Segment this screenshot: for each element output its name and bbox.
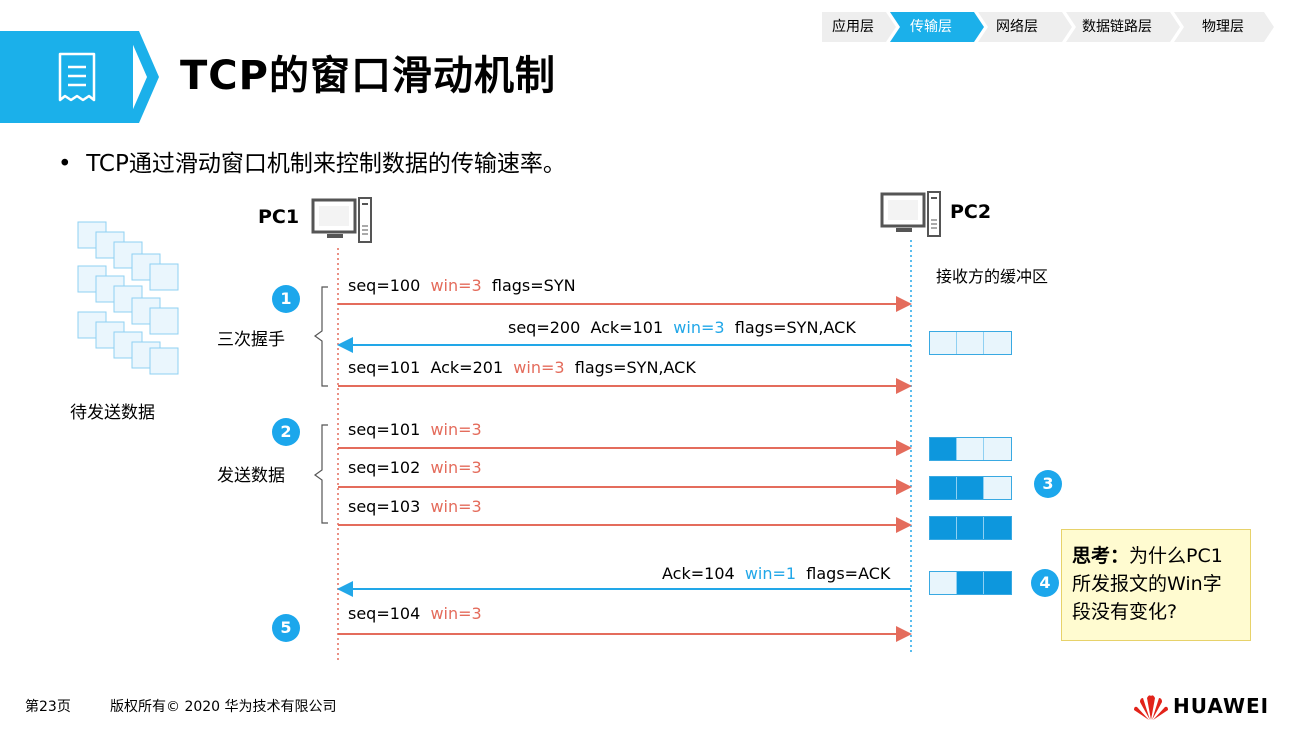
bullet-point: • TCP通过滑动窗口机制来控制数据的传输速率。 (58, 151, 566, 177)
phase-handshake-label: 三次握手 (217, 330, 285, 350)
pending-data-label: 待发送数据 (70, 403, 155, 423)
buffer-state-4 (929, 516, 1012, 540)
buffer-slot (957, 477, 984, 499)
think-question-box: 思考：为什么PC1所发报文的Win字段没有变化? (1061, 529, 1251, 641)
title-band (0, 31, 133, 123)
msg-2: seq=200 Ack=101 win=3 flags=SYN,ACK (508, 318, 856, 337)
document-icon (58, 52, 96, 102)
buffer-slot (957, 332, 984, 354)
buffer-slot (984, 572, 1011, 594)
buffer-slot (930, 572, 957, 594)
buffer-slot (930, 438, 957, 460)
pending-data-stack-icon (77, 221, 179, 375)
buffer-state-2 (929, 437, 1012, 461)
page-number: 第23页 (25, 699, 71, 715)
send-brace (313, 424, 328, 524)
buffer-slot (984, 438, 1011, 460)
pc1-label: PC1 (258, 206, 300, 228)
msg-6: seq=103 win=3 (348, 497, 482, 516)
msg-4: seq=101 win=3 (348, 420, 482, 439)
handshake-brace (313, 286, 328, 387)
bullet-text: TCP通过滑动窗口机制来控制数据的传输速率。 (86, 151, 566, 177)
buffer-slot (984, 332, 1011, 354)
layer-application[interactable]: 应用层 (822, 12, 896, 42)
buffer-state-5 (929, 571, 1012, 595)
title-chevron (127, 31, 159, 123)
pc1-computer-icon (311, 197, 372, 243)
receiver-buffer-label: 接收方的缓冲区 (936, 267, 1049, 286)
step-badge-4: 4 (1031, 569, 1059, 597)
step-badge-5: 5 (272, 614, 300, 642)
layer-datalink[interactable]: 数据链路层 (1066, 12, 1180, 42)
step-badge-3: 3 (1034, 470, 1062, 498)
layer-transport[interactable]: 传输层 (890, 12, 984, 42)
think-label: 思考： (1072, 545, 1130, 567)
msg-8: seq=104 win=3 (348, 604, 482, 623)
pc2-computer-icon (880, 191, 941, 237)
msg-7: Ack=104 win=1 flags=ACK (662, 564, 891, 583)
copyright-text: 版权所有© 2020 华为技术有限公司 (110, 699, 337, 715)
buffer-slot (930, 477, 957, 499)
buffer-slot (957, 517, 984, 539)
buffer-state-3 (929, 476, 1012, 500)
pc2-label: PC2 (950, 201, 992, 223)
phase-send-label: 发送数据 (217, 466, 285, 486)
layer-network[interactable]: 网络层 (978, 12, 1072, 42)
buffer-slot (957, 438, 984, 460)
buffer-state-1 (929, 331, 1012, 355)
step-badge-1: 1 (272, 285, 300, 313)
brand-name: HUAWEI (1173, 694, 1270, 718)
buffer-slot (930, 332, 957, 354)
buffer-slot (984, 477, 1011, 499)
layer-physical[interactable]: 物理层 (1174, 12, 1274, 42)
buffer-slot (930, 517, 957, 539)
slide-title: TCP的窗口滑动机制 (180, 53, 556, 99)
buffer-slot (984, 517, 1011, 539)
msg-3: seq=101 Ack=201 win=3 flags=SYN,ACK (348, 358, 696, 377)
huawei-logo-icon (1134, 695, 1168, 720)
buffer-slot (957, 572, 984, 594)
think-text: 为什么PC1所发报文的Win字段没有变化? (1072, 545, 1223, 623)
msg-5: seq=102 win=3 (348, 458, 482, 477)
msg-1: seq=100 win=3 flags=SYN (348, 276, 576, 295)
step-badge-2: 2 (272, 418, 300, 446)
